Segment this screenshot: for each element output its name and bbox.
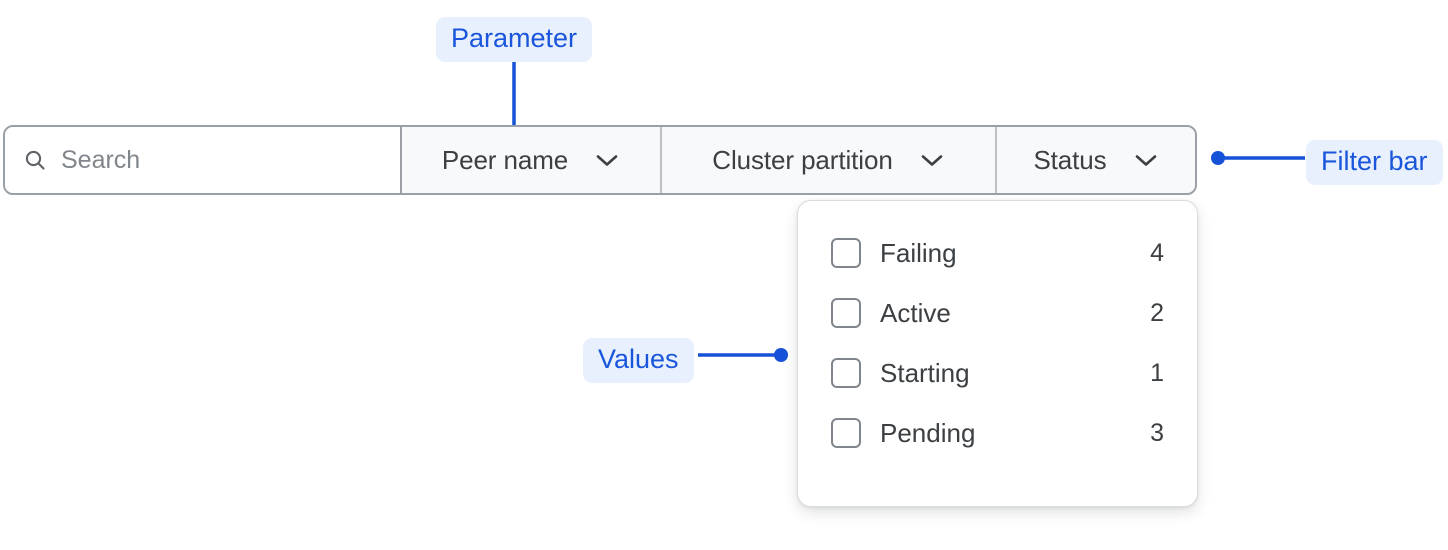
chevron-down-icon — [1135, 155, 1156, 166]
filter-segment-peer-name-label: Peer name — [441, 144, 569, 175]
filter-segment-cluster-partition-label: Cluster partition — [712, 144, 893, 175]
dropdown-option-count: 1 — [1150, 358, 1164, 387]
dropdown-option-failing[interactable]: Failing 4 — [798, 223, 1197, 283]
checkbox-active[interactable] — [831, 298, 861, 328]
chevron-down-icon — [596, 155, 618, 166]
checkbox-failing[interactable] — [831, 238, 861, 268]
annotation-label-parameter: Parameter — [436, 17, 593, 63]
dropdown-option-count: 2 — [1150, 298, 1164, 327]
annotation-label-values: Values — [583, 338, 694, 384]
filter-segment-status[interactable]: Status — [995, 127, 1195, 193]
dropdown-option-label: Active — [880, 297, 951, 328]
search-field[interactable] — [5, 127, 402, 193]
filter-segment-status-label: Status — [1033, 144, 1107, 175]
dropdown-option-starting[interactable]: Starting 1 — [798, 343, 1197, 403]
dropdown-option-count: 3 — [1150, 418, 1164, 447]
search-icon — [25, 150, 45, 170]
filter-segment-peer-name[interactable]: Peer name — [402, 127, 660, 193]
dropdown-option-label: Pending — [880, 417, 976, 448]
checkbox-pending[interactable] — [831, 418, 861, 448]
dropdown-option-label: Failing — [880, 237, 957, 268]
status-dropdown-panel: Failing 4 Active 2 Starting 1 Pending 3 — [797, 200, 1198, 507]
chevron-down-icon — [921, 155, 942, 166]
dropdown-option-count: 4 — [1150, 238, 1164, 267]
filter-segment-cluster-partition[interactable]: Cluster partition — [660, 127, 995, 193]
annotation-label-filter-bar: Filter bar — [1306, 140, 1443, 186]
search-input[interactable] — [61, 145, 361, 175]
checkbox-starting[interactable] — [831, 358, 861, 388]
dropdown-option-active[interactable]: Active 2 — [798, 283, 1197, 343]
filter-bar: Peer name Cluster partition Status — [3, 125, 1197, 195]
dropdown-option-label: Starting — [880, 357, 970, 388]
dropdown-option-pending[interactable]: Pending 3 — [798, 403, 1197, 463]
